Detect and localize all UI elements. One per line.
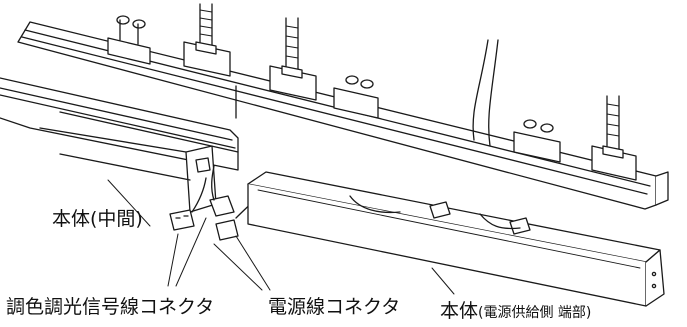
power-feed-cables [472,39,499,147]
leader-lines [107,179,455,295]
label-body-power-end-sub: (電源供給側 端部) [478,305,592,321]
label-power-connector: 電源線コネクタ [268,296,401,318]
dimming-connector [169,177,207,231]
hanger-bracket-3 [269,17,317,101]
hanger-bracket-5 [513,119,561,163]
label-body-power-end-main: 本体 [440,300,479,322]
label-dimming-connector: 調色調光信号線コネクタ [6,296,215,318]
power-connector [209,165,259,241]
body-power-end [247,171,665,307]
label-body-middle: 本体(中間) [52,208,143,230]
hanger-bracket-2 [183,3,231,77]
lower-rail [0,77,239,171]
hanger-bracket-1 [107,15,151,65]
label-body-power-end: 本体(電源供給側 端部) [440,302,591,321]
hanger-bracket-6 [591,95,637,181]
hanger-bracket-4 [333,75,379,119]
